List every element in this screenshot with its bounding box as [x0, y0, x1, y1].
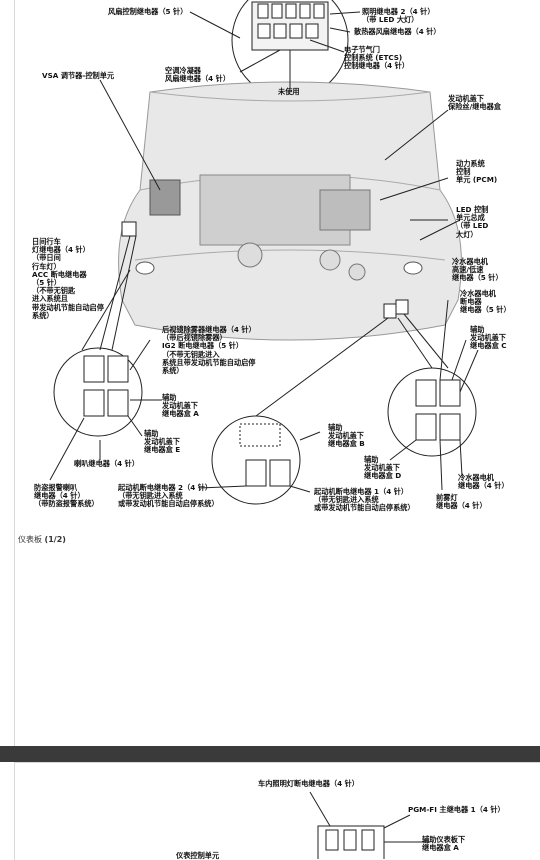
theft-horn-relay-label: 防盗报警喇叭 继电器（4 针） （带防盗报警系统）: [34, 483, 99, 509]
vsa-unit-label: VSA 调节器-控制单元: [42, 71, 115, 80]
etcs-relay-label: 电子节气门 控制系统 (ETCS) 控制继电器（4 针）: [344, 45, 410, 71]
pgm-fi-main-relay-label: PGM-FI 主继电器 1（4 针）: [408, 805, 505, 814]
unused-label: 未使用: [278, 87, 300, 96]
aux-box-d-label: 辅助 发动机盖下 继电器盒 D: [364, 455, 402, 481]
aux-box-a-label: 辅助 发动机盖下 继电器盒 A: [162, 393, 199, 419]
caption-text: 仪表板: [18, 535, 42, 544]
led-control-unit-label: LED 控制 单元总成 （带 LED 大灯）: [456, 205, 489, 239]
underhood-fuse-box-label: 发动机盖下 保险丝/继电器盒: [448, 94, 501, 112]
starter-cut-relay-2-label: 起动机断电继电器 2（4 针） （带无钥匙进入系统 或带发动机节能自动启停系统）: [118, 483, 219, 509]
mirror-defogger-relay-label: 后视镜除雾器继电器（4 针） （带后视镜除雾器） IG2 断电继电器（5 针） …: [162, 325, 256, 376]
fan-control-relay-label: 风扇控制继电器（5 针）: [108, 7, 188, 16]
caption-page: (1/2): [44, 535, 66, 544]
water-pump-relay-label: 冷水器电机 断电器 继电器（5 针）: [460, 289, 511, 315]
radiator-fan-relay-label: 散热器风扇继电器（4 针）: [354, 27, 441, 36]
horn-relay-label: 喇叭继电器（4 针）: [74, 459, 140, 468]
manual-page-2: [14, 762, 540, 860]
water-pump-hi-relay-label: 冷水器电机 高速/低速 继电器（5 针）: [452, 257, 503, 283]
aux-box-c-label: 辅助 发动机盖下 继电器盒 C: [470, 325, 507, 351]
interior-light-relay-label: 车内照明灯断电继电器（4 针）: [258, 779, 359, 788]
dash-control-unit-label: 仪表控制单元: [176, 851, 220, 860]
aux-box-e-label: 辅助 发动机盖下 继电器盒 E: [144, 429, 181, 455]
pcm-label: 动力系统 控制 单元 (PCM): [456, 159, 498, 185]
aux-box-b-label: 辅助 发动机盖下 继电器盒 B: [328, 423, 365, 449]
light-relay-2-label: 照明继电器 2（4 针） （带 LED 大灯）: [362, 7, 435, 25]
daytime-light-relay-label: 日间行车 灯继电器（4 针） （带日间 行车灯） ACC 断电继电器 （5 针）…: [32, 237, 104, 320]
page-gap: [0, 746, 540, 762]
page-caption: 仪表板 (1/2): [18, 534, 66, 545]
aux-dash-box-a-label: 辅助仪表板下 继电器盒 A: [422, 835, 466, 853]
fog-light-relay-label: 前雾灯 继电器（4 针）: [436, 493, 487, 511]
water-pump-motor-relay-label: 冷水器电机 继电器（4 针）: [458, 473, 509, 491]
starter-cut-relay-1-label: 起动机断电继电器 1（4 针） （带无钥匙进入系统 或带发动机节能自动启停系统）: [314, 487, 415, 513]
ac-fan-relay-label: 空调冷凝器 风扇继电器（4 针）: [165, 66, 231, 84]
